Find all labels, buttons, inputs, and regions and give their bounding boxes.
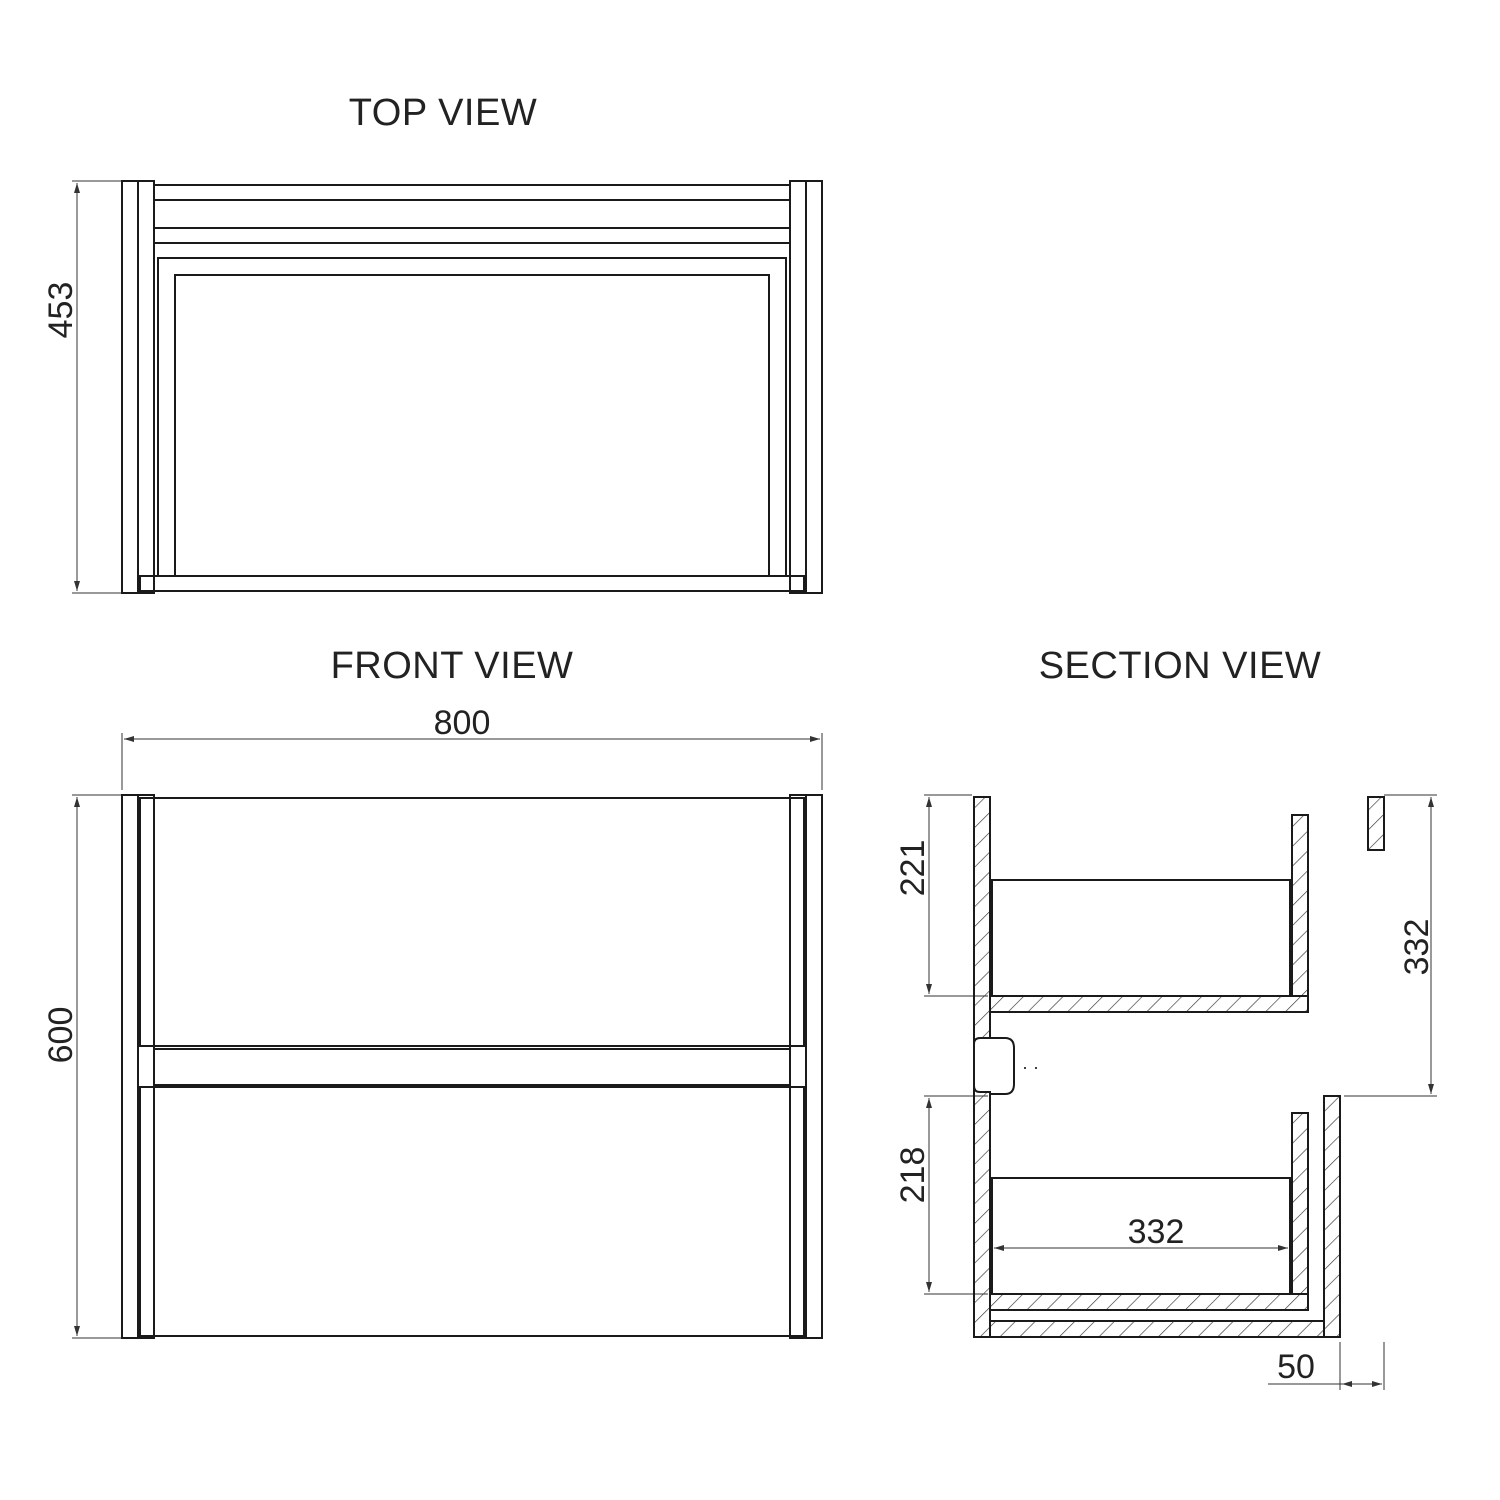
section-view-title: SECTION VIEW <box>1039 645 1322 687</box>
section-right-label: 332 <box>1398 919 1436 976</box>
front-height-dimension: 600 <box>42 794 122 1339</box>
top-rail-stub <box>1367 796 1385 851</box>
svg-text:· ·: · · <box>1022 1057 1039 1077</box>
top-view: TOP VIEW 453 <box>42 92 823 594</box>
upper-drawer-front <box>139 797 805 1047</box>
front-wall <box>1323 1095 1341 1338</box>
section-lower-dimension: 218 <box>894 1095 988 1295</box>
section-upper-label: 221 <box>894 840 932 897</box>
upper-drawer-section <box>989 814 1309 1013</box>
front-view-outline <box>121 794 823 1339</box>
front-view-title: FRONT VIEW <box>331 645 574 687</box>
back-wall <box>973 796 991 1045</box>
top-depth-dimension: 453 <box>42 180 122 594</box>
bottom-panel <box>989 1320 1325 1338</box>
section-offset-dimension: 50 <box>1268 1342 1385 1390</box>
lower-drawer-section: 332 <box>989 1112 1309 1311</box>
rail-profile <box>990 1037 1015 1095</box>
front-width-dimension: 800 <box>121 704 823 790</box>
section-view: SECTION VIEW 221 218 332 · · <box>894 645 1437 1390</box>
section-offset-label: 50 <box>1277 1348 1315 1386</box>
section-inner-width-label: 332 <box>1128 1213 1185 1251</box>
front-height-label: 600 <box>42 1007 80 1064</box>
lower-drawer-front <box>139 1086 805 1337</box>
section-lower-label: 218 <box>894 1147 932 1204</box>
section-right-dimension: 332 <box>1344 794 1437 1097</box>
top-view-outline <box>121 180 823 594</box>
top-depth-label: 453 <box>42 282 80 339</box>
front-width-label: 800 <box>434 704 491 742</box>
top-view-title: TOP VIEW <box>349 92 537 134</box>
front-view: FRONT VIEW 800 600 <box>42 645 823 1339</box>
